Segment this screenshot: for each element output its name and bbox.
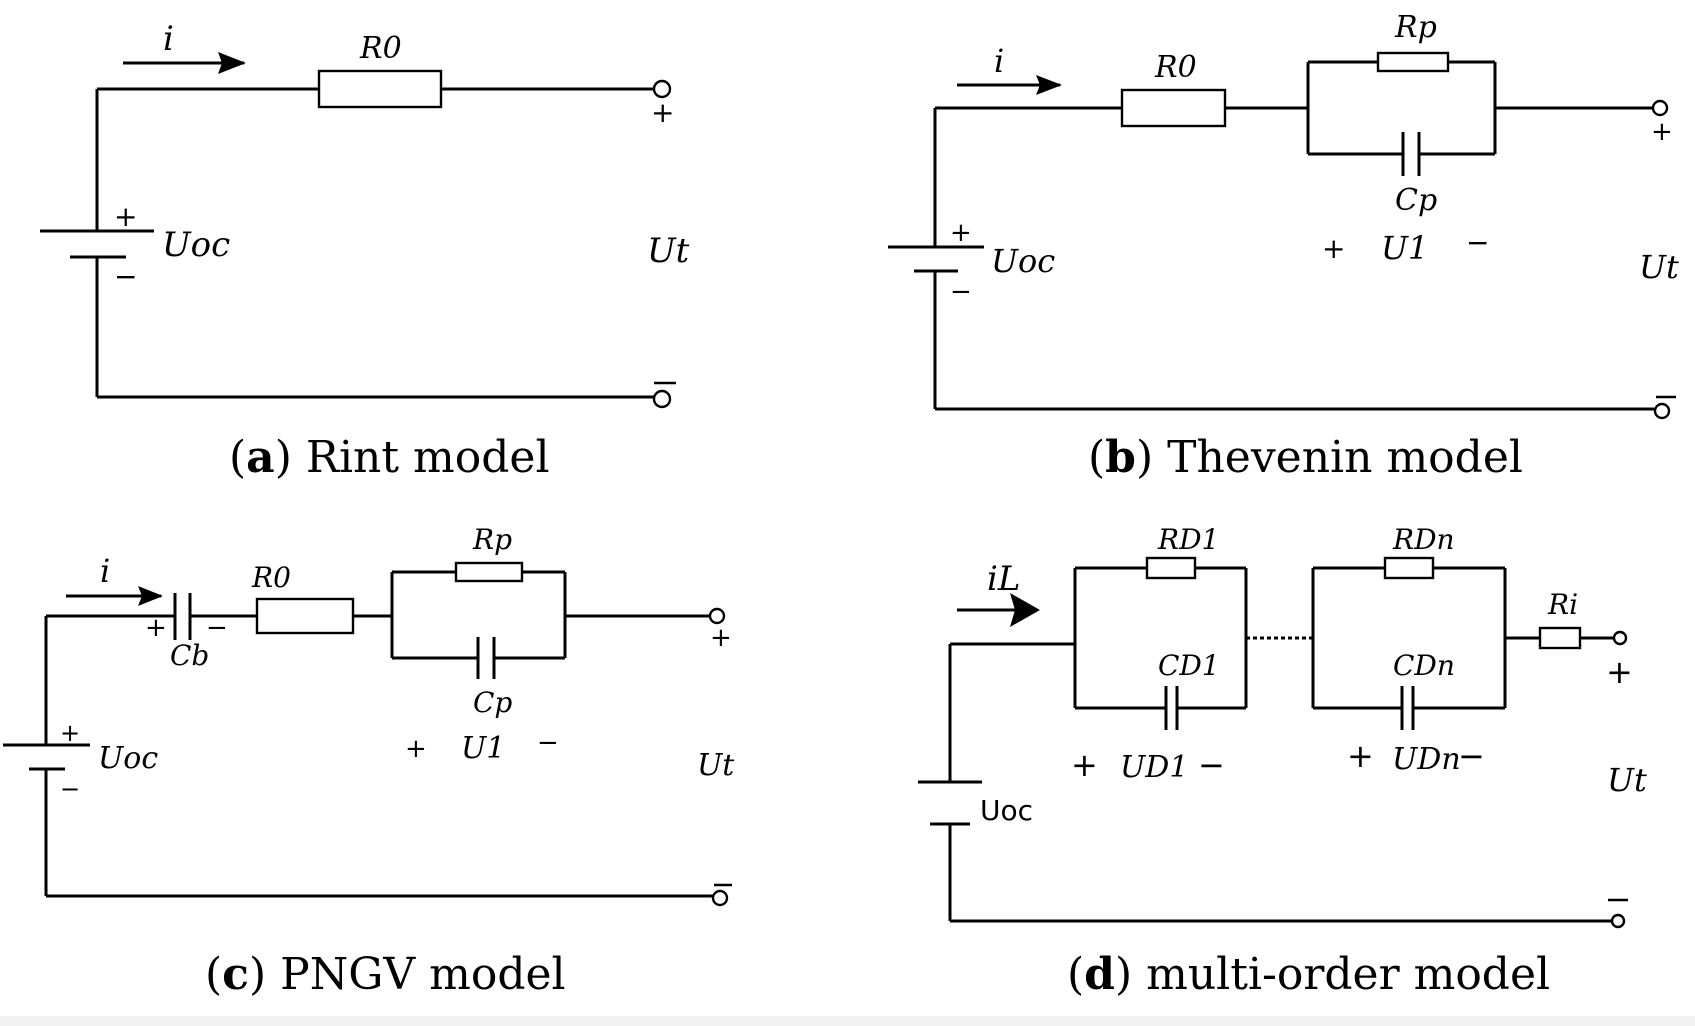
negative-terminal <box>1653 402 1671 420</box>
panel-d-multi-order-model: iL RD1 CD1 RDn CDn Ri + + <box>918 523 1647 1000</box>
terminal-voltage-label: Ut <box>697 748 735 783</box>
battery-minus: − <box>60 775 80 803</box>
resistor-rp <box>1376 51 1450 73</box>
capacitor-cp-label: Cp <box>473 686 512 719</box>
source-label: Uoc <box>980 794 1033 827</box>
current-label: i <box>163 19 174 59</box>
u1-plus: + <box>1322 232 1345 265</box>
caption-b: (b) Thevenin model <box>1088 432 1523 483</box>
current-label: i <box>100 552 110 590</box>
udn-plus: + <box>1347 737 1374 775</box>
capacitor-cd1-label: CD1 <box>1158 649 1220 682</box>
panel-c-pngv-model: i + − Cb R0 Rp Cp + + U1 − + − Uoc <box>3 523 735 1000</box>
resistor-rd1 <box>1145 556 1197 580</box>
caption-d: (d) multi-order model <box>1067 949 1550 1000</box>
source-label: Uoc <box>162 225 230 265</box>
resistor-rd1-label: RD1 <box>1157 523 1219 556</box>
positive-terminal <box>652 79 672 99</box>
u1-minus: − <box>1466 226 1489 259</box>
u1-label: U1 <box>1381 229 1428 267</box>
caption-c: (c) PNGV model <box>205 949 566 1000</box>
positive-terminal <box>708 607 726 625</box>
current-label: iL <box>987 559 1020 599</box>
terminal-voltage-label: Ut <box>1639 248 1679 286</box>
resistor-r0 <box>1120 88 1227 128</box>
resistor-r0-label: R0 <box>251 561 291 594</box>
battery-minus: − <box>114 260 137 293</box>
source-label: Uoc <box>98 741 158 776</box>
u1-minus: − <box>537 728 559 758</box>
capacitor-cdn-label: CDn <box>1393 649 1455 682</box>
battery-plus: + <box>950 218 972 248</box>
battery-plus: + <box>114 200 137 233</box>
resistor-rp-label: Rp <box>1394 10 1437 45</box>
ud1-minus: − <box>1198 746 1225 784</box>
terminal-plus: + <box>1651 117 1673 147</box>
resistor-ri-label: Ri <box>1547 588 1578 621</box>
resistor-r0 <box>255 597 355 635</box>
resistor-ri <box>1538 626 1582 650</box>
resistor-rdn-label: RDn <box>1392 523 1455 556</box>
ud1-plus: + <box>1071 746 1098 784</box>
terminal-voltage-label: Ut <box>1607 761 1647 799</box>
u1-label: U1 <box>461 731 505 766</box>
capacitor-cp-label: Cp <box>1395 183 1437 218</box>
bottom-strip <box>0 1016 1695 1026</box>
battery-minus: − <box>950 277 972 307</box>
battery-plus: + <box>60 719 80 747</box>
udn-minus: − <box>1458 737 1485 775</box>
negative-terminal <box>711 889 729 907</box>
current-arrowhead <box>1036 75 1062 95</box>
resistor-r0-label: R0 <box>1154 50 1197 85</box>
terminal-plus: + <box>1606 653 1633 691</box>
resistor-r0 <box>317 69 443 109</box>
resistor-rp-label: Rp <box>472 523 512 556</box>
cb-minus: − <box>206 613 228 643</box>
current-arrowhead <box>138 586 163 606</box>
ud1-label: UD1 <box>1120 750 1188 785</box>
cb-plus: + <box>145 613 167 643</box>
u1-plus: + <box>405 734 427 764</box>
source-label: Uoc <box>991 242 1055 280</box>
negative-terminal <box>652 389 672 409</box>
caption-a: (a) Rint model <box>229 432 550 483</box>
resistor-r0-label: R0 <box>359 31 402 66</box>
panel-a-rint-model: i R0 + + − Uoc Ut (a) Rint model <box>40 19 690 483</box>
current-arrowhead <box>218 52 246 74</box>
terminal-plus: + <box>710 623 732 653</box>
resistor-rp <box>454 561 524 583</box>
positive-terminal <box>1612 630 1628 646</box>
negative-terminal <box>1610 913 1626 929</box>
current-arrowhead <box>1010 593 1040 627</box>
terminal-plus: + <box>651 96 674 129</box>
terminal-voltage-label: Ut <box>647 231 690 271</box>
panel-b-thevenin-model: i R0 Rp Cp + + U1 − + − Uoc Ut <box>888 10 1679 483</box>
current-label: i <box>994 42 1004 80</box>
positive-terminal <box>1651 99 1669 117</box>
resistor-rdn <box>1383 556 1435 580</box>
udn-label: UDn <box>1392 742 1461 777</box>
capacitor-cb-label: Cb <box>170 639 209 672</box>
